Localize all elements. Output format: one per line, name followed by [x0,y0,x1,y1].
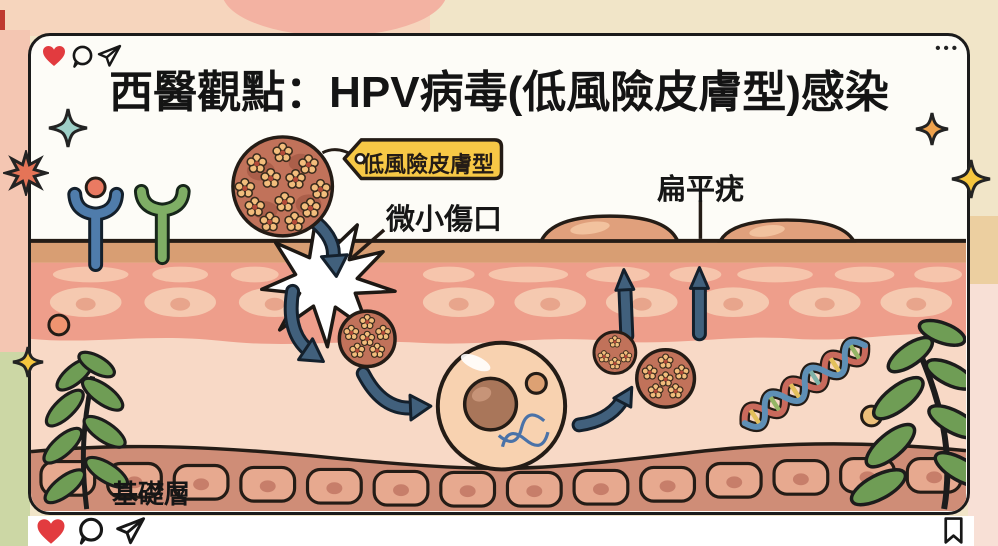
receptor-green [133,183,191,266]
dna-helix [739,336,871,433]
basal-layer-label: 基礎層 [112,479,191,509]
bookmark-icon[interactable] [941,516,966,545]
sparkle-star-teal [48,108,88,148]
hpv-virus-small [592,330,638,375]
flat-wart [538,214,681,243]
burst-star-orange [3,150,49,196]
hpv-virus-large [231,135,335,238]
post-card [28,33,970,515]
sparkle-star-yellow [12,346,44,378]
particle-dot [47,313,71,337]
like-heart-icon[interactable] [42,45,66,67]
flat-wart [717,218,857,243]
bg-red-sliver [0,10,5,30]
hpv-virus-medium [337,309,397,369]
comment-bubble-icon[interactable] [76,517,105,546]
host-cell [435,340,568,472]
bg-right-tan-band [968,216,998,286]
post-title: 西醫觀點：HPV病毒(低風險皮膚型)感染 [109,68,889,117]
hpv-virus-medium [635,347,697,409]
skin-surface-strip [31,240,966,263]
wart-label: 扁平疣 [657,174,745,206]
sparkle-star-yellow [951,159,991,199]
cell-nucleus [462,376,519,432]
receptor-blue [67,176,125,273]
plant-left [42,350,130,510]
share-plane-icon[interactable] [114,516,146,546]
viral-dna-in-cell [497,413,550,448]
epidermis-layer [31,262,966,344]
share-plane-icon[interactable] [96,44,122,68]
like-heart-icon[interactable] [36,518,66,545]
virus-tag [342,138,504,181]
comment-bubble-icon[interactable] [70,45,94,69]
bg-green-block [0,352,30,546]
receptor-ball [84,176,107,199]
infection-arrows [283,210,710,433]
sparkle-star-orange [915,112,949,146]
wound-label: 微小傷口 [386,204,503,236]
bottom-action-bar [28,516,974,546]
epidermis-blobs [52,266,963,283]
skin-illustration [31,135,966,511]
bg-right-pink-strip [968,284,998,546]
virus-tag-label: 低風險皮膚型 [361,152,494,177]
wound-pointer-line [351,228,386,259]
more-options-icon[interactable]: ••• [935,40,960,57]
plant-right [849,318,966,510]
